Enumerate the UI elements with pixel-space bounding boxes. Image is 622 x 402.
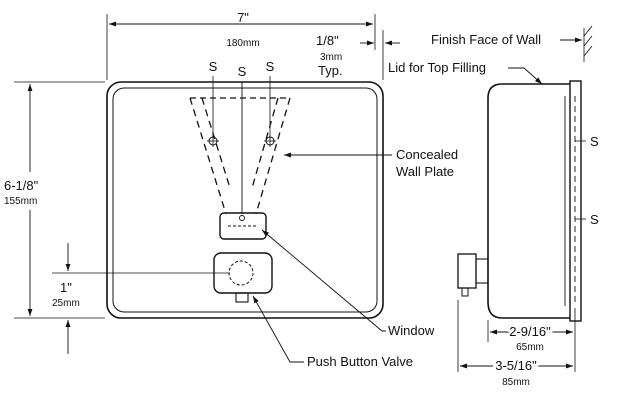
depth-total-mm-label: 85mm: [502, 377, 530, 388]
finish-face-label: Finish Face of Wall: [431, 32, 541, 47]
screw-label-left: S: [209, 59, 218, 74]
screw-label-right: S: [266, 59, 275, 74]
screw-hole-left: [207, 135, 219, 147]
gap-mm-label: 3mm: [320, 52, 342, 63]
window-label: Window: [388, 323, 435, 338]
front-outer-outline: [106, 81, 384, 319]
width-dimension: 7" 180mm: [106, 10, 376, 80]
screw-label-center: S: [238, 64, 247, 79]
width-mm-label: 180mm: [226, 38, 259, 49]
side-screw-label-bottom: S: [590, 212, 599, 227]
front-view: S S S: [106, 59, 384, 319]
height-mm-label: 155mm: [4, 196, 37, 207]
side-valve: [457, 253, 489, 297]
side-body-outline: [487, 83, 570, 319]
depth-body-mm-label: 65mm: [516, 342, 544, 353]
gap-dimension: 1/8" 3mm Typ.: [316, 30, 400, 80]
push-button-valve: [213, 252, 273, 303]
concealed-callout: Concealed Wall Plate: [284, 147, 458, 179]
gap-in-label: 1/8": [316, 33, 339, 48]
wall-callout: Finish Face of Wall: [431, 25, 593, 62]
depth-body-in-label: 2-9/16": [509, 324, 551, 339]
lid-label: Lid for Top Filling: [388, 60, 486, 75]
side-screw-markers: S S: [575, 134, 599, 227]
front-inner-outline: [112, 87, 378, 313]
wall-hatch: [583, 25, 593, 62]
button-offset-dimension: 1" 25mm: [52, 243, 230, 354]
push-button-callout: Push Button Valve: [252, 295, 413, 369]
concealed-wall-plate: [189, 97, 291, 215]
side-lid: [569, 80, 582, 322]
window: [219, 212, 267, 240]
height-dimension: 6-1/8" 155mm: [4, 81, 105, 319]
screw-hole-right: [264, 135, 276, 147]
width-in-label: 7": [237, 10, 249, 25]
concealed-label-line1: Concealed: [396, 147, 458, 162]
height-in-label: 6-1/8": [4, 178, 39, 193]
button-offset-in-label: 1": [60, 280, 72, 295]
depth-total-in-label: 3-5/16": [495, 358, 537, 373]
concealed-label-line2: Wall Plate: [396, 164, 454, 179]
button-offset-mm-label: 25mm: [52, 298, 80, 309]
gap-note-label: Typ.: [318, 63, 343, 78]
lid-callout: Lid for Top Filling: [388, 60, 543, 85]
side-screw-label-top: S: [590, 134, 599, 149]
depth-dimensions: 2-9/16" 65mm 3-5/16" 85mm: [457, 300, 576, 388]
side-view: [457, 80, 582, 322]
window-callout: Window: [261, 229, 435, 338]
push-button-label: Push Button Valve: [307, 354, 413, 369]
